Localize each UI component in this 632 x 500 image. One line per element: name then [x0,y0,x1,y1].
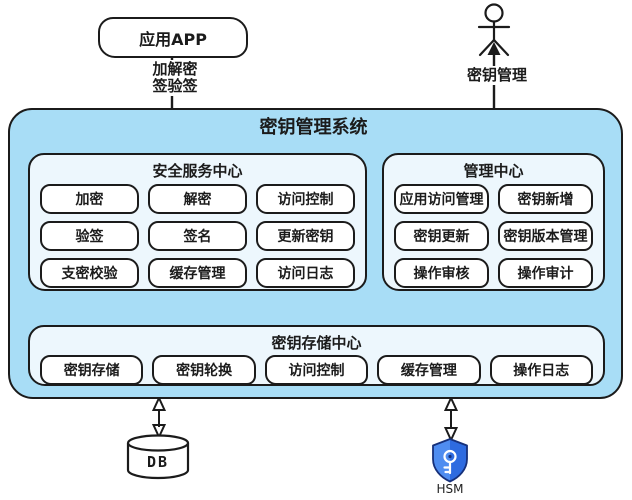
panel-security-service-center: 安全服务中心 加密 解密 访问控制 验签 签名 更新密钥 支密校验 缓存管理 访… [28,153,367,291]
node-access-control: 访问控制 [256,184,355,214]
system-title: 密钥管理系统 [259,117,368,138]
panel-storage-grid: 密钥存储 密钥轮换 访问控制 缓存管理 操作日志 [30,353,603,385]
node-storage-cache-management: 缓存管理 [377,355,481,385]
node-app: 应用APP [98,17,248,58]
node-operation-audit: 操作审计 [498,258,593,288]
actor-flow-label: 密钥管理 [459,66,535,85]
system-to-db-arrow [151,395,167,440]
node-key-rotation: 密钥轮换 [152,355,256,385]
panel-storage-title: 密钥存储中心 [271,334,362,352]
node-sign: 签名 [148,221,247,251]
shield-key-icon [432,438,468,483]
node-update-key: 更新密钥 [256,221,355,251]
node-cache-management: 缓存管理 [148,258,247,288]
panel-security-title: 安全服务中心 [152,162,243,180]
panel-management-grid: 应用访问管理 密钥新增 密钥更新 密钥版本管理 操作审核 操作审计 [384,181,603,288]
node-access-log: 访问日志 [256,258,355,288]
panel-security-grid: 加密 解密 访问控制 验签 签名 更新密钥 支密校验 缓存管理 访问日志 [30,181,365,288]
app-flow-label-line2: 签验签 [152,77,198,95]
hsm-label: HSM [436,482,464,496]
system-to-hsm-arrow [443,395,459,443]
node-key-check: 支密校验 [40,258,139,288]
node-encrypt: 加密 [40,184,139,214]
node-operation-log: 操作日志 [489,355,593,385]
node-decrypt: 解密 [148,184,247,214]
node-verify-signature: 验签 [40,221,139,251]
node-app-access-management: 应用访问管理 [394,184,489,214]
node-key-create: 密钥新增 [498,184,593,214]
app-flow-label: 加解密 签验签 [134,60,216,96]
node-operation-review: 操作审核 [394,258,489,288]
app-flow-label-line1: 加解密 [152,60,198,78]
db-label: DB [146,453,170,471]
node-key-storage: 密钥存储 [40,355,144,385]
panel-key-storage-center: 密钥存储中心 密钥存储 密钥轮换 访问控制 缓存管理 操作日志 [28,325,605,386]
node-storage-access-control: 访问控制 [264,355,369,385]
node-key-update: 密钥更新 [394,221,489,251]
actor-icon [477,3,511,57]
actor-flow-label-text: 密钥管理 [466,66,527,84]
panel-management-title: 管理中心 [463,162,524,180]
panel-management-center: 管理中心 应用访问管理 密钥新增 密钥更新 密钥版本管理 操作审核 操作审计 [382,153,605,291]
node-app-label: 应用APP [139,29,207,49]
node-key-version-management: 密钥版本管理 [498,221,593,251]
